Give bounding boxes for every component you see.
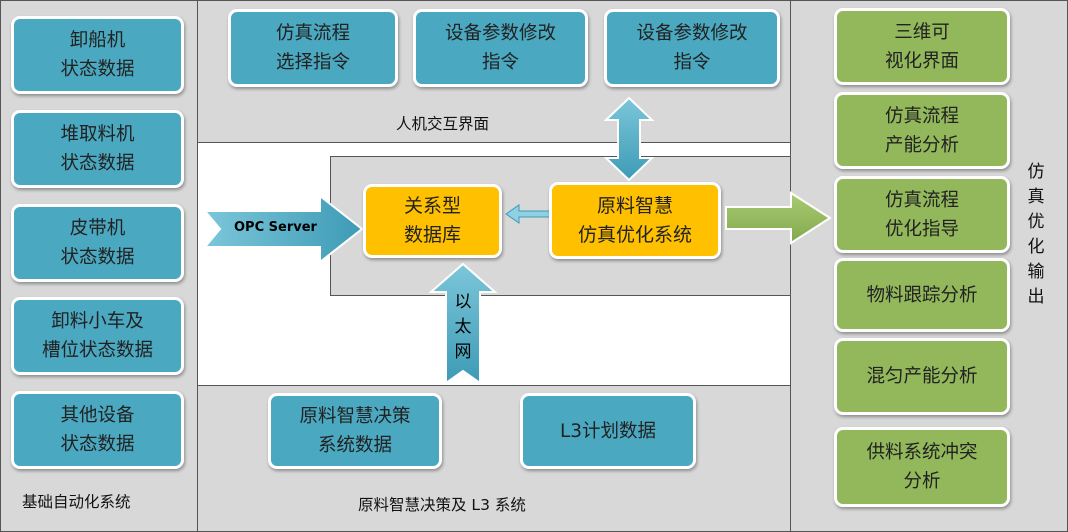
opc-arrow bbox=[202, 193, 364, 265]
top-system-arrow bbox=[603, 96, 655, 182]
right-box-4: 物料跟踪分析 bbox=[834, 258, 1010, 332]
output-arrow bbox=[725, 191, 832, 245]
right-box-6: 供料系统冲突 分析 bbox=[834, 427, 1010, 507]
left-box-4: 卸料小车及 槽位状态数据 bbox=[11, 297, 184, 375]
system-box: 原料智慧 仿真优化系统 bbox=[549, 182, 721, 259]
ethernet-label: 以 太 网 bbox=[454, 292, 472, 362]
left-panel-title: 基础自动化系统 bbox=[22, 493, 131, 511]
left-box-1: 卸船机 状态数据 bbox=[11, 16, 184, 94]
right-box-1: 三维可 视化界面 bbox=[834, 8, 1010, 85]
right-box-3: 仿真流程 优化指导 bbox=[834, 176, 1010, 253]
top-box-1: 仿真流程 选择指令 bbox=[228, 9, 398, 87]
left-box-2: 堆取料机 状态数据 bbox=[11, 110, 184, 188]
top-panel-title: 人机交互界面 bbox=[396, 115, 490, 133]
top-box-3: 设备参数修改 指令 bbox=[604, 9, 780, 87]
left-box-3: 皮带机 状态数据 bbox=[11, 204, 184, 282]
top-box-2: 设备参数修改 指令 bbox=[413, 9, 588, 87]
database-box: 关系型 数据库 bbox=[363, 184, 502, 258]
bottom-panel-title: 原料智慧决策及 L3 系统 bbox=[358, 496, 526, 514]
bottom-box-1: 原料智慧决策 系统数据 bbox=[268, 393, 442, 469]
right-box-2: 仿真流程 产能分析 bbox=[834, 92, 1010, 169]
right-panel-title: 仿 真 优 化 输 出 bbox=[1027, 162, 1045, 307]
left-box-5: 其他设备 状态数据 bbox=[11, 391, 184, 469]
ethernet-arrow bbox=[428, 262, 498, 385]
opc-server-label: OPC Server bbox=[234, 220, 317, 235]
bottom-box-2: L3计划数据 bbox=[520, 393, 696, 469]
right-box-5: 混匀产能分析 bbox=[834, 338, 1010, 415]
